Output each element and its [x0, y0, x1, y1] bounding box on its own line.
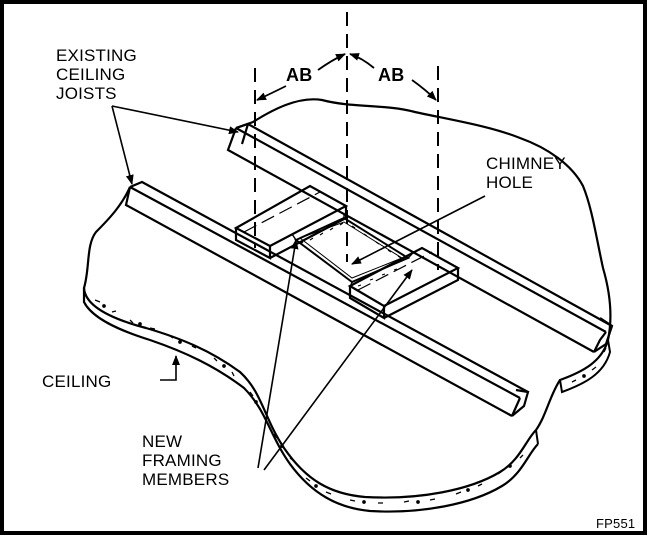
ceiling-slab-edge-right	[535, 339, 612, 445]
label-chimney-hole: CHIMNEY HOLE	[486, 154, 566, 192]
leader-chimney-hole	[351, 195, 486, 265]
new-framing-member-lower	[347, 246, 461, 320]
label-dimension-ab-left: AB	[286, 65, 313, 85]
leader-framing-upper	[257, 239, 299, 469]
existing-joist-lower	[124, 180, 530, 417]
leader-framing-lower	[263, 269, 413, 471]
new-framing-member-upper	[233, 184, 349, 260]
dimension-arrow-right-b	[411, 79, 437, 101]
leader-joists-to-lower	[111, 105, 134, 185]
chimney-hole-edge-texture	[299, 222, 402, 287]
dimension-arrow-left-a	[256, 85, 287, 101]
ceiling-slab-edge-left	[82, 288, 539, 513]
dimension-lines	[254, 12, 439, 270]
label-dimension-ab-right: AB	[378, 65, 405, 85]
ceiling-texture	[94, 299, 607, 504]
leader-lines	[111, 105, 486, 471]
dimension-arrows	[256, 53, 437, 101]
leader-joists-to-upper	[111, 105, 239, 135]
figure-code: FP551	[596, 516, 636, 531]
leader-ceiling	[160, 355, 180, 381]
existing-joist-upper	[226, 122, 614, 353]
label-new-framing-members: NEW FRAMING MEMBERS	[142, 432, 230, 489]
label-ceiling: CEILING	[42, 372, 112, 391]
label-existing-ceiling-joists: EXISTING CEILING JOISTS	[56, 46, 137, 103]
dimension-arrow-right-a	[349, 53, 375, 69]
dimension-arrow-left-b	[317, 53, 346, 71]
